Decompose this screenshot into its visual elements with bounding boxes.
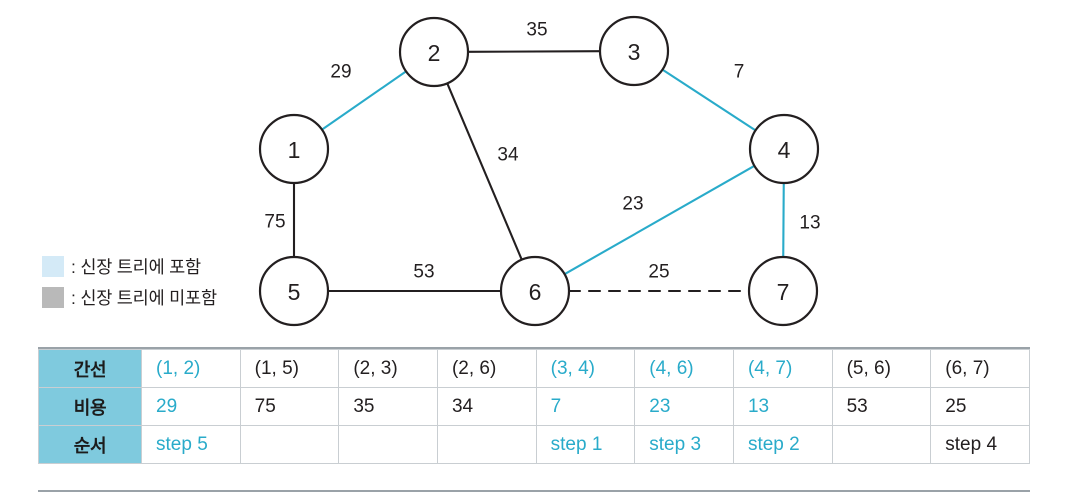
node-label-4: 4	[778, 137, 791, 163]
edge-2-6	[446, 82, 523, 261]
node-label-1: 1	[288, 137, 301, 163]
node-circle-2[interactable]	[398, 16, 470, 88]
node-circle-3[interactable]	[598, 15, 670, 87]
table-cell-cost-8: 53	[831, 387, 932, 426]
edge-3-4	[661, 68, 757, 132]
result-table-wrap: 간선(1, 2)(1, 5)(2, 3)(2, 6)(3, 4)(4, 6)(4…	[38, 349, 1030, 464]
table-cell-cost-6: 23	[634, 387, 734, 426]
node-label-7: 7	[777, 279, 790, 305]
edge-weight-4-7: 13	[799, 213, 820, 234]
table-cell-edge-5: (3, 4)	[535, 349, 636, 388]
edge-weight-4-6: 23	[622, 194, 643, 215]
table-cell-edge-3: (2, 3)	[338, 349, 438, 388]
legend-item-excluded: : 신장 트리에 미포함	[42, 282, 257, 313]
edge-weight-1-5: 75	[264, 212, 285, 233]
graph-node-7[interactable]: 7	[747, 255, 819, 327]
table-cell-order-8	[831, 425, 932, 464]
edge-weight-2-6: 34	[497, 145, 519, 166]
table-cell-order-3	[338, 425, 438, 464]
table-cell-cost-9: 25	[930, 387, 1030, 426]
legend-swatch-excluded-icon	[42, 287, 64, 308]
node-label-6: 6	[529, 279, 542, 305]
node-circle-6[interactable]	[499, 255, 571, 327]
node-circle-7[interactable]	[747, 255, 819, 327]
table-cell-cost-1: 29	[141, 387, 241, 426]
table-row-header: 순서	[38, 425, 142, 464]
table-top-rule	[38, 347, 1030, 349]
table-row-header: 간선	[38, 349, 142, 388]
legend-label: : 신장 트리에 미포함	[71, 288, 217, 308]
edge-weight-6-7: 25	[648, 262, 669, 283]
legend: : 신장 트리에 포함 : 신장 트리에 미포함	[42, 251, 257, 313]
edge-2-3	[466, 50, 602, 53]
edge-weight-3-4: 7	[734, 62, 745, 83]
table-cell-edge-4: (2, 6)	[436, 349, 537, 388]
legend-swatch-included-icon	[42, 256, 64, 277]
edge-4-6	[563, 164, 756, 276]
table-cell-cost-7: 13	[732, 387, 833, 426]
node-circle-4[interactable]	[748, 113, 820, 185]
legend-item-included: : 신장 트리에 포함	[42, 251, 257, 282]
table-cell-cost-5: 7	[535, 387, 636, 426]
graph-node-2[interactable]: 2	[398, 16, 470, 88]
graph-node-3[interactable]: 3	[598, 15, 670, 87]
table-cell-edge-8: (5, 6)	[831, 349, 932, 388]
table-cell-order-1: step 5	[141, 425, 241, 464]
edge-weight-1-2: 29	[330, 62, 351, 83]
graph-node-4[interactable]: 4	[748, 113, 820, 185]
node-label-2: 2	[428, 40, 441, 66]
table-row: 간선(1, 2)(1, 5)(2, 3)(2, 6)(3, 4)(4, 6)(4…	[38, 349, 1030, 388]
table-cell-edge-2: (1, 5)	[239, 349, 340, 388]
graph-node-5[interactable]: 5	[258, 255, 330, 327]
node-label-3: 3	[628, 39, 641, 65]
table-cell-edge-1: (1, 2)	[141, 349, 241, 388]
edge-weight-2-3: 35	[526, 20, 547, 41]
table-cell-order-6: step 3	[634, 425, 734, 464]
node-circle-5[interactable]	[258, 255, 330, 327]
node-circle-1[interactable]	[258, 113, 330, 185]
table-cell-order-7: step 2	[732, 425, 833, 464]
legend-label: : 신장 트리에 포함	[71, 257, 201, 277]
table-cell-order-2	[239, 425, 340, 464]
edge-weight-5-6: 53	[413, 262, 434, 283]
table-cell-order-9: step 4	[930, 425, 1030, 464]
table-cell-cost-3: 35	[338, 387, 438, 426]
table-cell-edge-7: (4, 7)	[732, 349, 833, 388]
node-label-5: 5	[288, 279, 301, 305]
edge-4-7	[782, 181, 785, 259]
table-cell-edge-9: (6, 7)	[930, 349, 1030, 388]
table-cell-order-4	[436, 425, 537, 464]
table-bottom-rule	[38, 490, 1030, 492]
table-row-header: 비용	[38, 387, 142, 426]
graph-node-6[interactable]: 6	[499, 255, 571, 327]
table-cell-order-5: step 1	[535, 425, 636, 464]
result-table: 간선(1, 2)(1, 5)(2, 3)(2, 6)(3, 4)(4, 6)(4…	[38, 349, 1030, 464]
graph-node-1[interactable]: 1	[258, 113, 330, 185]
table-cell-cost-4: 34	[436, 387, 537, 426]
table-cell-edge-6: (4, 6)	[634, 349, 734, 388]
edge-1-2	[320, 70, 408, 131]
table-cell-cost-2: 75	[239, 387, 340, 426]
